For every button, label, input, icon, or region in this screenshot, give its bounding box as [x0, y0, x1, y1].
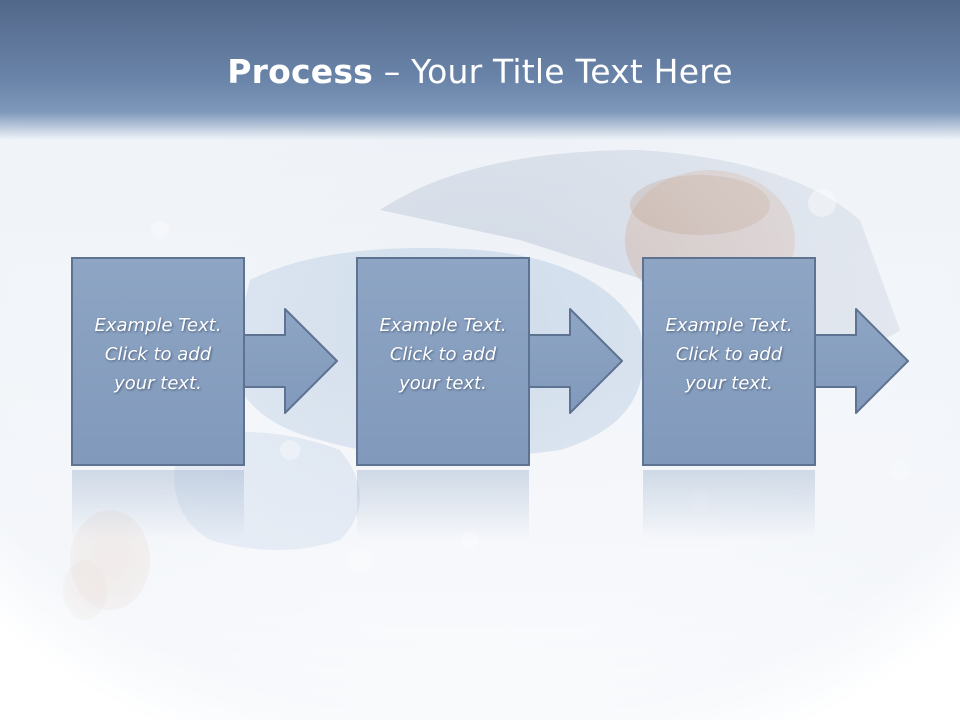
step-1-line-2: Click to add — [104, 344, 212, 365]
step-2-text[interactable]: Example Text. Click to add your text. — [357, 311, 529, 398]
step-1-arrow — [243, 308, 338, 414]
step-3-line-3: your text. — [685, 373, 773, 394]
title-bold: Process — [227, 52, 374, 91]
step-1-line-3: your text. — [114, 373, 202, 394]
diagram-reflection — [72, 470, 815, 540]
step-2-line-2: Click to add — [389, 344, 497, 365]
slide-title[interactable]: Process – Your Title Text Here — [0, 52, 960, 91]
step-3-line-1: Example Text. — [665, 315, 793, 336]
process-step-1[interactable] — [71, 257, 338, 466]
step-3-text[interactable]: Example Text. Click to add your text. — [643, 311, 815, 398]
step-3-line-2: Click to add — [675, 344, 783, 365]
step-2-arrow — [528, 308, 623, 414]
step-1-line-1: Example Text. — [94, 315, 222, 336]
step-2-line-1: Example Text. — [379, 315, 507, 336]
step-3-box — [642, 257, 816, 466]
header-band — [0, 0, 960, 140]
title-rest: – Your Title Text Here — [373, 52, 733, 91]
step-2-line-3: your text. — [399, 373, 487, 394]
process-step-3[interactable] — [642, 257, 909, 466]
process-step-2[interactable] — [356, 257, 623, 466]
step-3-arrow — [814, 308, 909, 414]
step-1-box — [71, 257, 245, 466]
step-2-box — [356, 257, 530, 466]
step-1-text[interactable]: Example Text. Click to add your text. — [72, 311, 244, 398]
